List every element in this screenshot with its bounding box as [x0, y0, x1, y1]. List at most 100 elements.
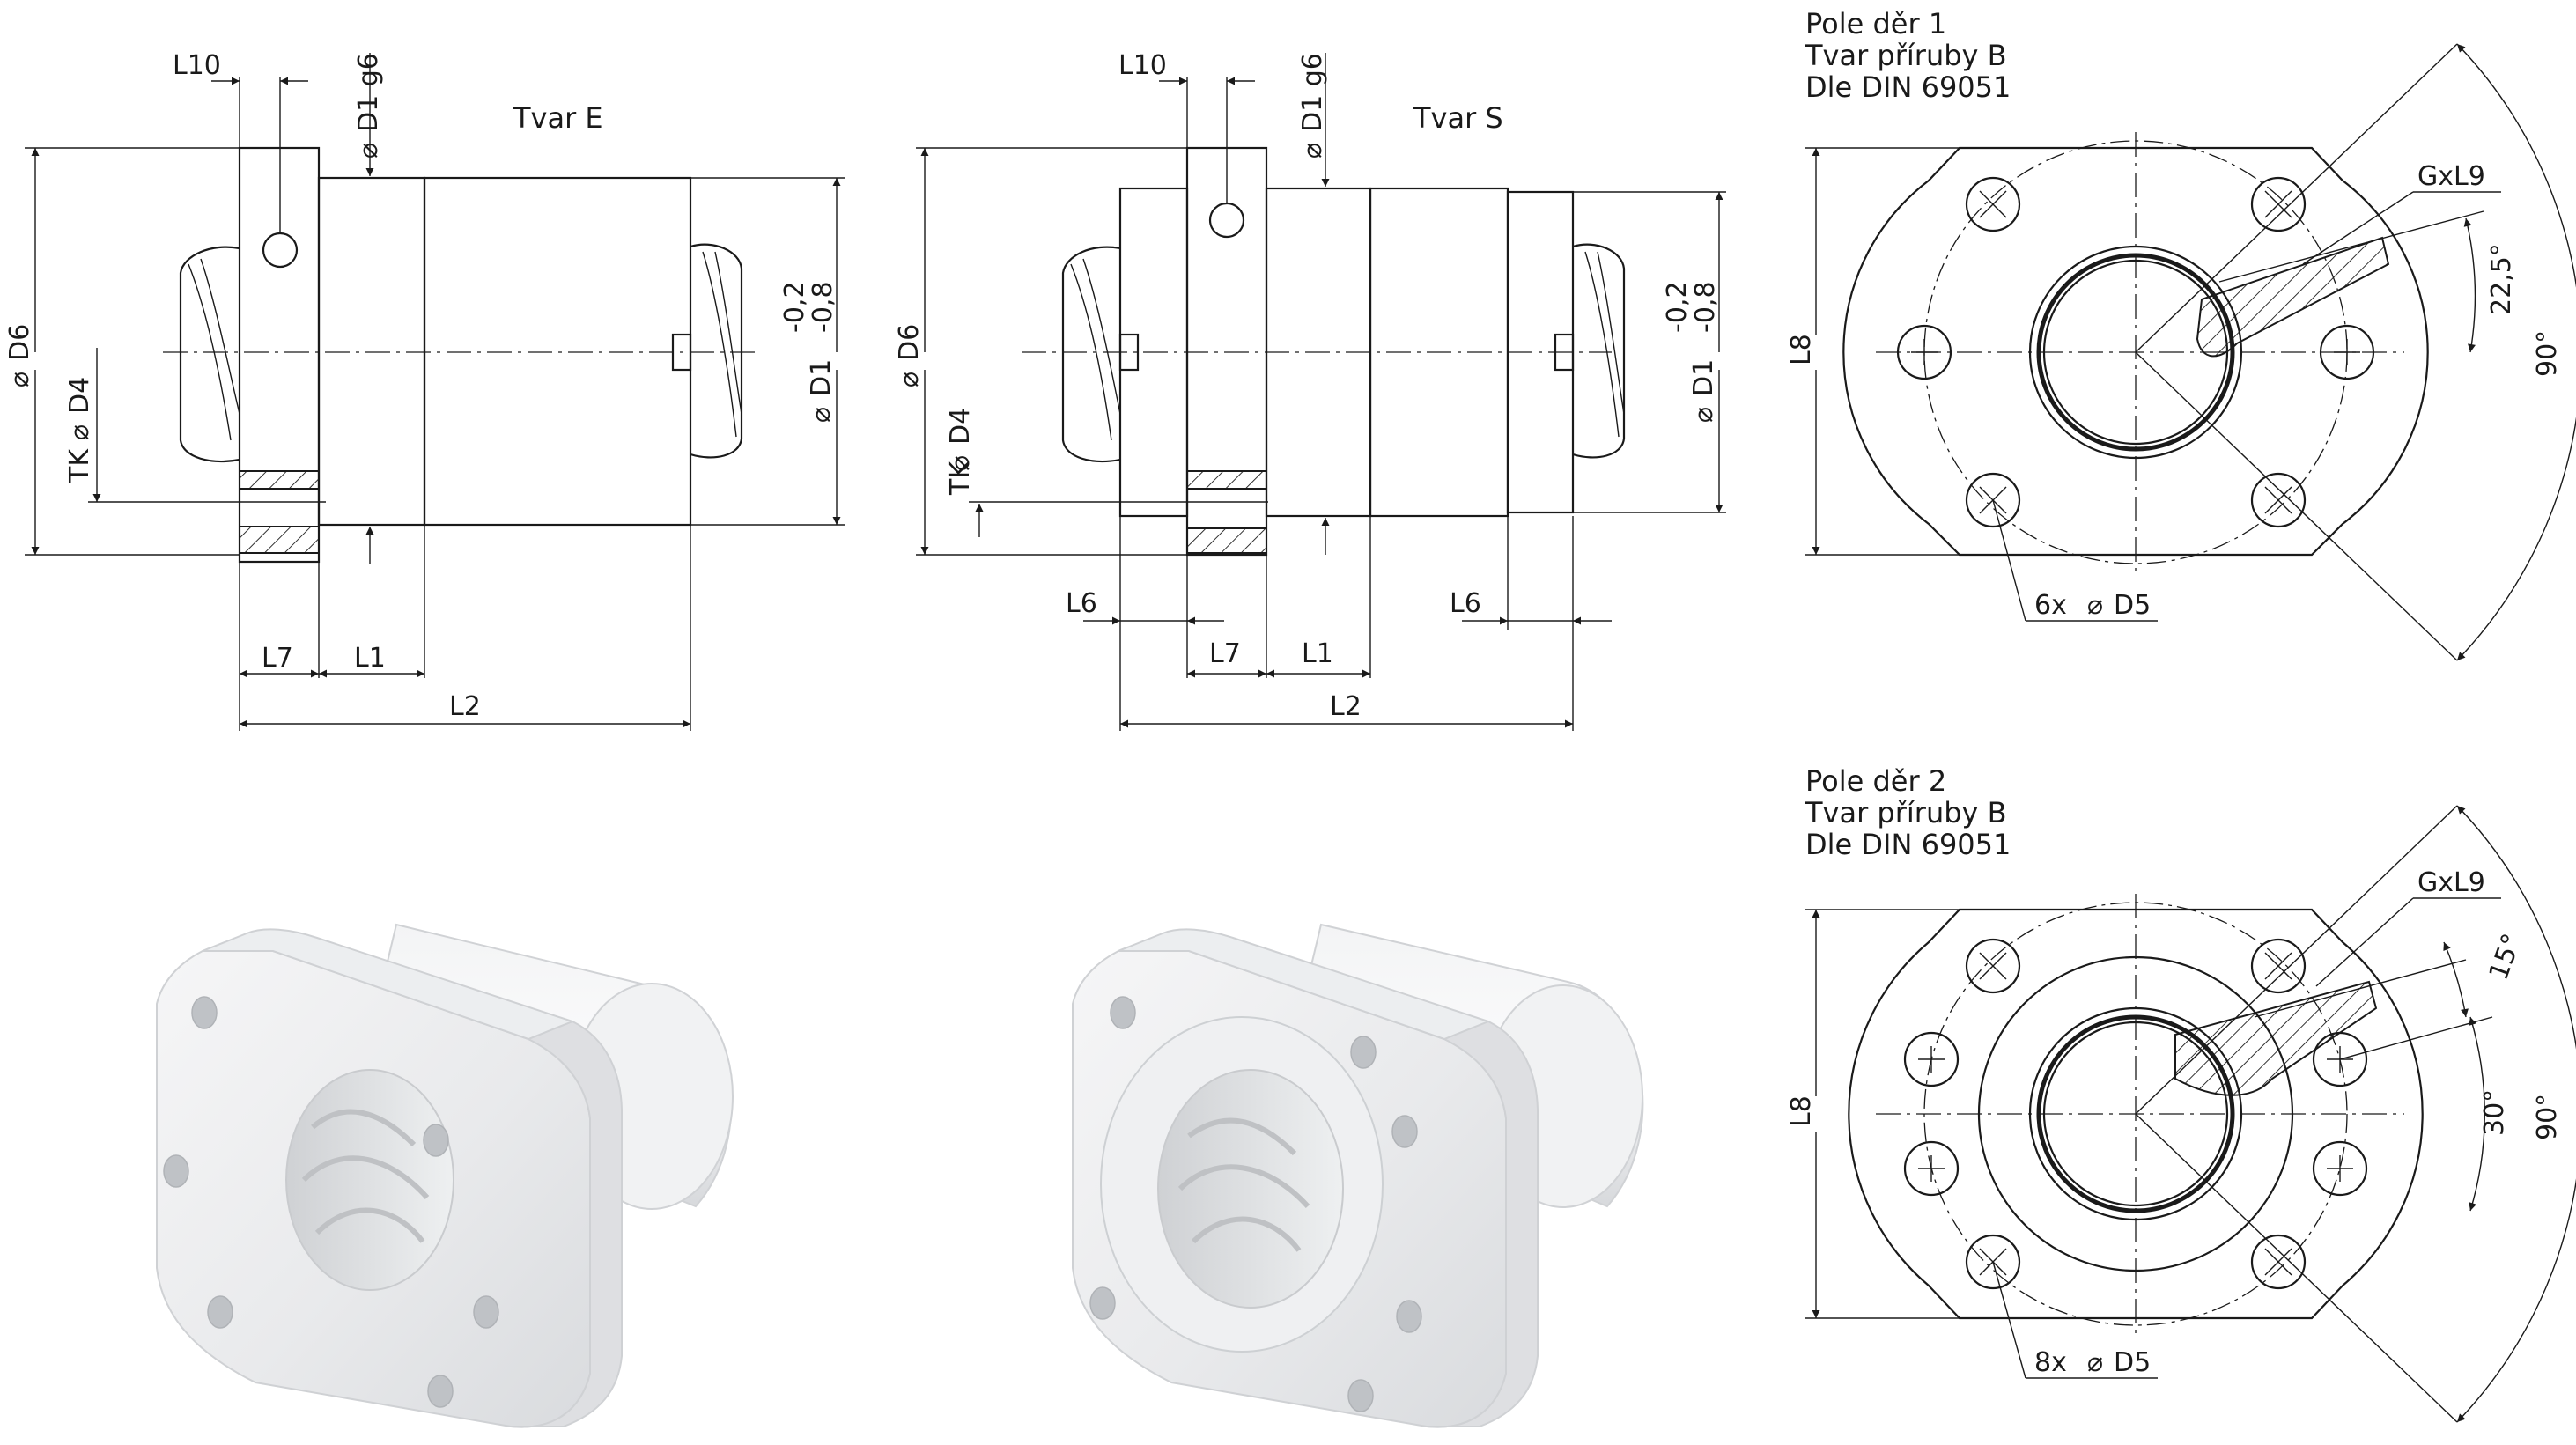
label-gxl9: GxL9 — [2417, 161, 2485, 192]
angle-arc-30 — [2469, 1016, 2485, 1212]
bore-outer — [2028, 1006, 2243, 1221]
bore-thread — [2036, 1014, 2235, 1213]
dim-l6-right: L6 — [1450, 588, 1481, 619]
bore-thread — [2036, 253, 2235, 452]
leader-gxl9-2 — [2302, 191, 2414, 265]
view-tvar-s: Tvar S L10 ⌀ D1 g6 — [894, 50, 1726, 731]
label-angle-90: 90° — [2532, 1094, 2563, 1140]
flange-section-hatch-2 — [239, 470, 320, 490]
flange-section-hatch — [239, 526, 320, 554]
view-tvar-e: Tvar E L10 ⌀ D1 g6 — [4, 50, 845, 731]
mounting-holes-8 — [1903, 938, 2368, 1290]
label-angle-90: 90° — [2532, 330, 2563, 377]
label-d5: D5 — [2114, 590, 2151, 621]
dim-d1g6: D1 g6 — [1297, 53, 1328, 132]
render-tvar-e — [156, 923, 734, 1428]
dim-tk: TK — [64, 448, 95, 483]
tolerance-lower: -0,8 — [808, 281, 838, 333]
render-mounting-holes — [163, 996, 499, 1408]
angle-arc-15 — [2443, 941, 2469, 1018]
dim-l1: L1 — [354, 643, 386, 674]
bore-inner — [2042, 1021, 2229, 1207]
pattern2-heading-2: Tvar příruby B — [1805, 796, 2007, 829]
render-flange-top — [202, 928, 575, 1041]
dim-d1: D1 — [1688, 359, 1719, 396]
label-l8: L8 — [1786, 334, 1817, 365]
render-flange-side — [1426, 1020, 1539, 1428]
screw-thread-left — [179, 246, 240, 463]
label-angle-22: 22,5° — [2486, 243, 2517, 315]
angle-ref-minus45 — [2135, 351, 2458, 661]
spigot-circle — [1977, 955, 2294, 1272]
key-left — [1118, 333, 1140, 372]
leader-gxl9-2 — [2315, 897, 2414, 987]
lube-hole — [1208, 202, 1245, 239]
pattern2-heading-1: Pole děr 2 — [1805, 764, 1946, 798]
tolerance-upper: -0,2 — [1662, 281, 1693, 333]
flange — [238, 146, 321, 564]
label-gxl9: GxL9 — [2417, 867, 2485, 898]
flange-section-hatch — [1186, 527, 1267, 554]
render-tvar-s — [1072, 923, 1644, 1428]
dim-d1-symbol: ⌀ — [1688, 407, 1719, 423]
dim-l1: L1 — [1302, 638, 1333, 669]
nut-body — [423, 176, 692, 527]
dim-tk: TK — [945, 461, 976, 496]
pattern1-heading-3: Dle DIN 69051 — [1805, 70, 2011, 104]
angle-ref-45 — [2135, 805, 2458, 1115]
dim-d4-symbol: ⌀ — [945, 455, 976, 471]
dim-d4: D4 — [945, 408, 976, 445]
view-title-tvar-e: Tvar E — [513, 101, 603, 135]
render-thread — [301, 1109, 430, 1243]
thread-lines-right — [1584, 251, 1625, 438]
label-count: 6x — [2034, 590, 2067, 621]
lube-channel — [2196, 236, 2390, 358]
dim-d1g6-symbol: ⌀ — [1297, 143, 1328, 159]
tolerance-lower: -0,8 — [1690, 281, 1721, 333]
angle-arc-90 — [2456, 43, 2576, 661]
leader-d5 — [1992, 1261, 2026, 1379]
label-count: 8x — [2034, 1347, 2067, 1378]
view-hole-pattern-1: Pole děr 1 Tvar příruby B Dle DIN 69051 … — [1786, 7, 2576, 661]
render-thread — [1177, 1117, 1310, 1252]
dim-d6-symbol: ⌀ — [894, 372, 925, 387]
dim-l7: L7 — [1209, 638, 1241, 669]
flange-outline — [1848, 908, 2424, 1320]
lube-hole — [262, 232, 299, 269]
dim-l2: L2 — [1330, 691, 1362, 722]
render-mounting-holes — [1089, 996, 1422, 1412]
label-angle-30: 30° — [2479, 1089, 2510, 1136]
dim-l6-left: L6 — [1066, 588, 1097, 619]
thread-lines-left — [188, 258, 240, 441]
render-bore — [1157, 1069, 1344, 1309]
dim-d1g6-symbol: ⌀ — [353, 143, 384, 159]
flange — [1185, 146, 1268, 557]
bore-outer — [2028, 245, 2243, 460]
angle-arc-90 — [2456, 805, 2576, 1423]
angle-ref-minus45 — [2135, 1113, 2458, 1423]
pattern2-heading-3: Dle DIN 69051 — [1805, 828, 2011, 861]
lube-channel — [2174, 980, 2378, 1096]
flange-outline — [1842, 146, 2429, 557]
dim-d1: D1 — [806, 359, 837, 396]
key-right — [671, 333, 692, 372]
leader-d5 — [1992, 499, 2026, 622]
label-angle-15: 15° — [2484, 930, 2528, 984]
render-flange-top — [1118, 928, 1491, 1041]
angle-ref-22 — [2218, 210, 2484, 283]
label-l8: L8 — [1786, 1095, 1817, 1127]
pattern1-heading-2: Tvar příruby B — [1805, 39, 2007, 72]
view-title-tvar-s: Tvar S — [1413, 101, 1503, 135]
flange-section-hatch-2 — [1186, 470, 1267, 490]
label-d5-symbol: ⌀ — [2087, 590, 2103, 621]
angle-ref-45 — [2135, 43, 2458, 353]
dim-d6: D6 — [894, 324, 925, 361]
key-right — [1554, 333, 1575, 372]
thread-lines-right — [702, 251, 742, 438]
tolerance-upper: -0,2 — [779, 281, 810, 333]
dim-l10: L10 — [1118, 50, 1167, 81]
label-d5-symbol: ⌀ — [2087, 1347, 2103, 1378]
screw-thread-right — [1572, 243, 1626, 459]
angle-ref-30 — [2339, 1016, 2493, 1060]
